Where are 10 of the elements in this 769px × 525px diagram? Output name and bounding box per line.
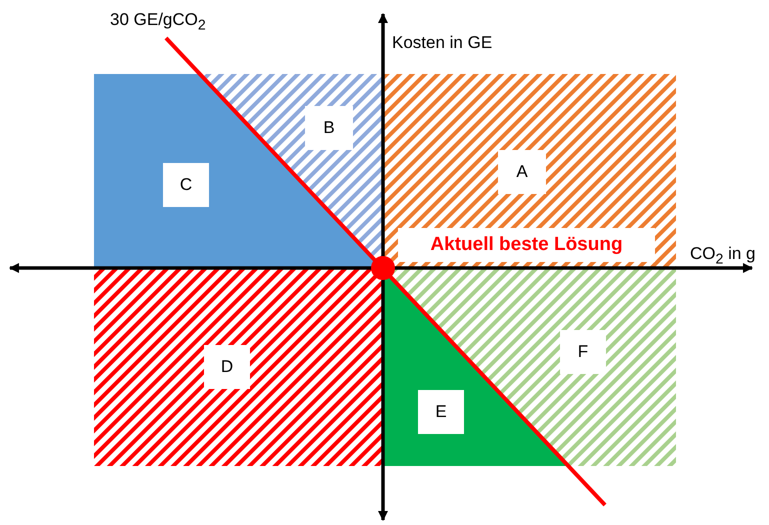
- region-label: F: [560, 330, 606, 374]
- annotation-label: Aktuell beste Lösung: [398, 228, 655, 262]
- region-label: A: [498, 150, 546, 194]
- line-label: 30 GE/gCO$_{2}$: [110, 10, 206, 36]
- region-label: C: [163, 163, 209, 207]
- region-label: E: [418, 390, 464, 434]
- region-label: D: [204, 345, 250, 389]
- axis-label: Kosten in GE: [392, 33, 492, 53]
- region-label: B: [305, 106, 353, 150]
- axis-label: CO$_{2}$ in g: [690, 244, 756, 270]
